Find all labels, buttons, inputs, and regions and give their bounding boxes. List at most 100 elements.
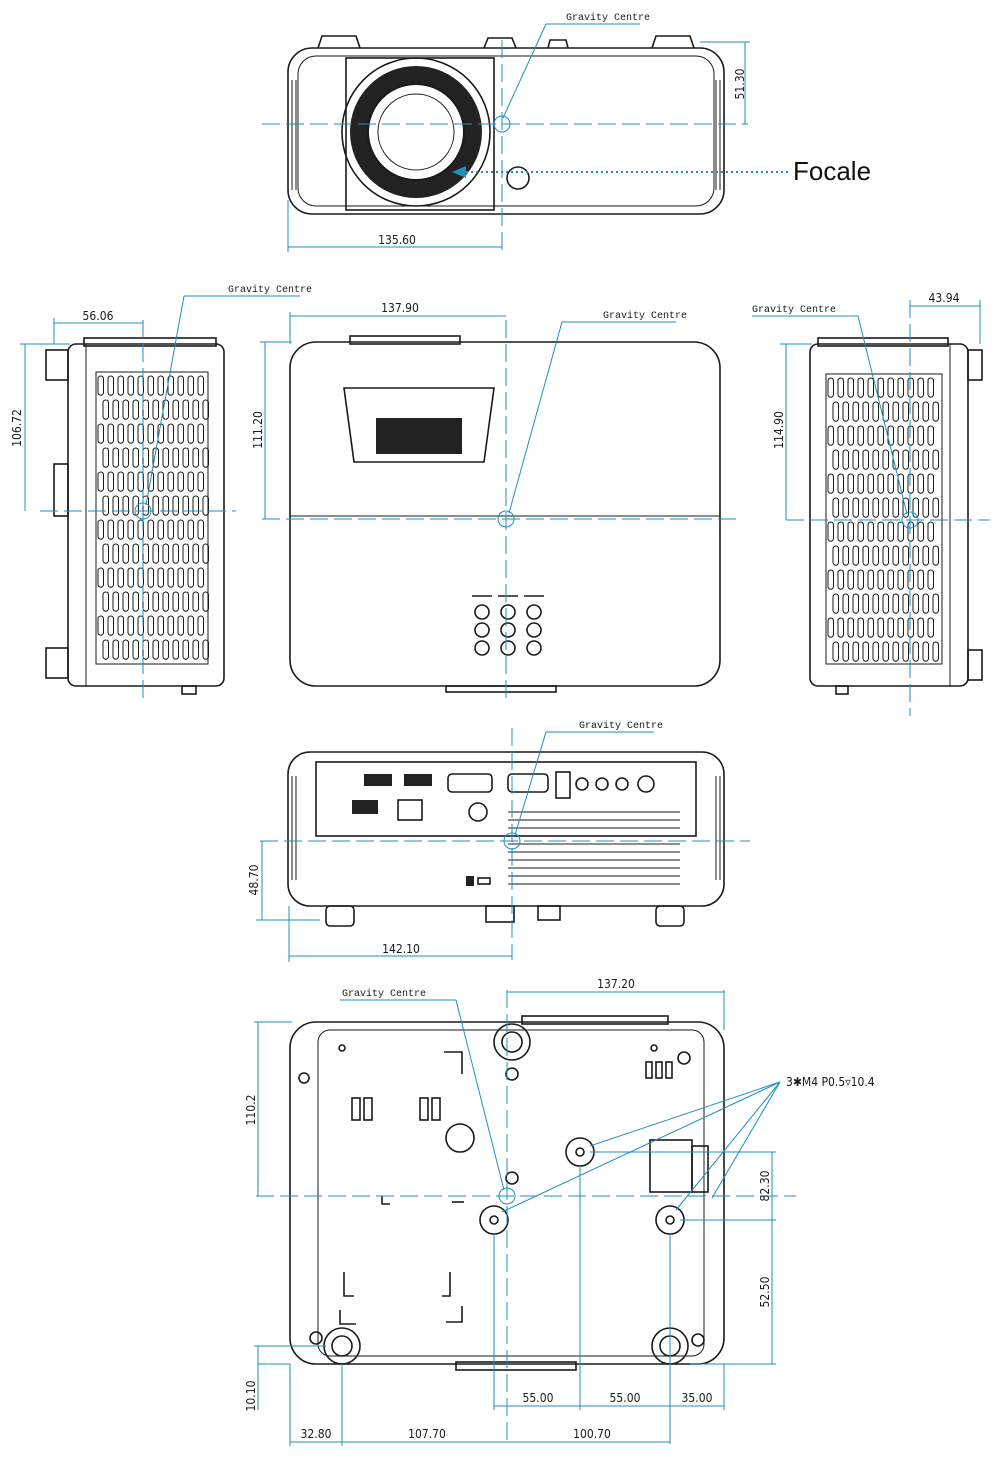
vent-slot	[922, 401, 929, 422]
vent-slot	[862, 593, 869, 614]
vent-slot	[902, 449, 909, 470]
vent-slot	[102, 543, 109, 564]
vent-slot	[862, 545, 869, 566]
vent-slot	[877, 425, 884, 446]
vent-slot	[202, 495, 209, 516]
vent-slot	[867, 425, 874, 446]
vent-slot	[177, 567, 184, 588]
vent-slot	[827, 569, 834, 590]
vent-slot	[832, 497, 839, 518]
vent-slot	[907, 473, 914, 494]
vent-slot	[97, 519, 104, 540]
vent-slot	[122, 591, 129, 612]
vent-slot	[882, 593, 889, 614]
vent-slot	[862, 497, 869, 518]
vent-slot	[847, 569, 854, 590]
vent-slot	[102, 399, 109, 420]
vent-slot	[147, 519, 154, 540]
vent-slot	[182, 639, 189, 660]
vent-slot	[142, 495, 149, 516]
vent-slot	[167, 471, 174, 492]
vent-slot	[892, 401, 899, 422]
vent-slot	[122, 447, 129, 468]
vent-slot	[107, 567, 114, 588]
vent-slot	[917, 425, 924, 446]
vent-slot	[902, 497, 909, 518]
vent-slot	[172, 639, 179, 660]
vent-slot	[202, 399, 209, 420]
vent-slot	[147, 567, 154, 588]
vent-slot	[862, 449, 869, 470]
vent-slot	[197, 615, 204, 636]
vent-slot	[112, 495, 119, 516]
vent-slot	[922, 449, 929, 470]
rear-width-dimension: 142.10	[382, 942, 420, 956]
vent-slot	[97, 615, 104, 636]
vent-slot	[847, 425, 854, 446]
vent-slot	[162, 639, 169, 660]
vent-slot	[157, 471, 164, 492]
vent-slot	[172, 495, 179, 516]
vent-slot	[877, 569, 884, 590]
vent-slot	[867, 377, 874, 398]
vent-slot	[132, 399, 139, 420]
vent-slot	[157, 375, 164, 396]
vent-slot	[152, 399, 159, 420]
vent-slot	[922, 593, 929, 614]
screw-spec-label: 3✱M4 P0.5▿10.4	[786, 1075, 875, 1089]
vent-slot	[902, 593, 909, 614]
bottom-width-dimension: 137.20	[597, 977, 635, 991]
vent-slot	[132, 543, 139, 564]
vent-slot	[182, 591, 189, 612]
vent-slot	[842, 401, 849, 422]
vent-slot	[922, 497, 929, 518]
vent-slot	[852, 641, 859, 662]
vent-slot	[187, 615, 194, 636]
vent-slot	[182, 447, 189, 468]
vent-slot	[837, 569, 844, 590]
vent-slot	[157, 567, 164, 588]
vent-slot	[932, 593, 939, 614]
vent-slot	[142, 639, 149, 660]
left-side-view: Gravity Centre 56.06 106.72	[10, 284, 312, 700]
vent-slot	[897, 425, 904, 446]
vent-slot	[97, 567, 104, 588]
vent-slot	[202, 543, 209, 564]
vent-slot	[872, 593, 879, 614]
vent-slot	[127, 567, 134, 588]
vent-slot	[912, 545, 919, 566]
vent-slot	[127, 375, 134, 396]
vent-slot	[112, 447, 119, 468]
vent-slot	[837, 521, 844, 542]
vent-slot	[192, 639, 199, 660]
vent-slot	[122, 399, 129, 420]
vent-slot	[932, 545, 939, 566]
vent-slot	[872, 641, 879, 662]
vent-slot	[152, 639, 159, 660]
bottom-right-upper-dimension: 82.30	[758, 1170, 772, 1201]
vent-slot	[857, 569, 864, 590]
vent-slot	[907, 425, 914, 446]
vent-slot	[897, 473, 904, 494]
bottom-right-2-dimension: 100.70	[573, 1427, 611, 1441]
vent-slot	[907, 569, 914, 590]
vent-slot	[867, 569, 874, 590]
vent-slot	[877, 521, 884, 542]
vent-slot	[852, 545, 859, 566]
vent-slot	[932, 641, 939, 662]
vent-slot	[157, 519, 164, 540]
vent-slot	[892, 593, 899, 614]
vent-slot	[152, 543, 159, 564]
vent-slot	[837, 425, 844, 446]
vent-slot	[132, 447, 139, 468]
bottom-height-dimension: 110.2	[244, 1095, 258, 1126]
vent-slot	[162, 543, 169, 564]
vent-slot	[147, 471, 154, 492]
vent-slot	[827, 617, 834, 638]
vent-slot	[877, 377, 884, 398]
top-height-dimension: 111.20	[251, 411, 265, 449]
vent-slot	[857, 473, 864, 494]
vent-slot	[167, 615, 174, 636]
vent-slot	[832, 641, 839, 662]
